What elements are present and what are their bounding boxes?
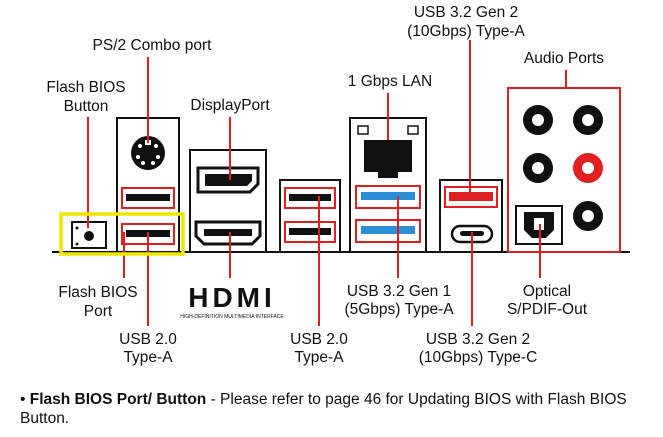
note-text: - Please refer to page 46 for Updating B… (20, 391, 627, 427)
usb20-left-label-2: Type-A (123, 349, 173, 366)
usb20-mid-label-2: Type-A (294, 349, 344, 366)
audio-highlight-box (507, 87, 621, 253)
video-stack (189, 149, 267, 253)
usb32g2c-label-1: USB 3.2 Gen 2 (426, 331, 530, 348)
usb32g1-label-1: USB 3.2 Gen 1 (347, 283, 451, 300)
usb20-mid-label-1: USB 2.0 (290, 331, 348, 348)
hdmi-tagline: HIGH-DEFINITION MULTIMEDIA INTERFACE (180, 314, 284, 320)
usb32g2a-label-2: (10Gbps) Type-A (407, 23, 525, 40)
flash-bios-port-label-1: Flash BIOS (58, 284, 137, 301)
usb32g1-label-2: (5Gbps) Type-A (344, 301, 454, 318)
flash-bios-port-label-2: Port (84, 303, 113, 320)
usb32g2c-label-2: (10Gbps) Type-C (419, 349, 538, 366)
note-bullet: • (20, 391, 26, 408)
optical-label-1: Optical (523, 283, 571, 300)
lan-label: 1 Gbps LAN (348, 73, 432, 90)
ps2-label: PS/2 Combo port (93, 37, 213, 54)
optical-label-2: S/PDIF-Out (507, 301, 588, 318)
note-title: Flash BIOS Port/ Button (29, 391, 207, 408)
audio-ports-label: Audio Ports (524, 50, 604, 67)
usb20-stack-middle (279, 179, 341, 253)
usb20-left-label-1: USB 2.0 (119, 331, 177, 348)
flash-bios-note: • Flash BIOS Port/ Button - Please refer… (20, 390, 650, 428)
audio-jacks (523, 105, 603, 231)
displayport-label: DisplayPort (190, 97, 270, 114)
flash-bios-button-label-2: Button (64, 98, 109, 115)
hdmi-logo: HDMI (188, 282, 276, 313)
flash-bios-highlight-box (59, 212, 185, 256)
usb32g2a-label-1: USB 3.2 Gen 2 (414, 4, 518, 21)
lan-port (364, 140, 412, 178)
flash-bios-button-label-1: Flash BIOS (46, 79, 125, 96)
